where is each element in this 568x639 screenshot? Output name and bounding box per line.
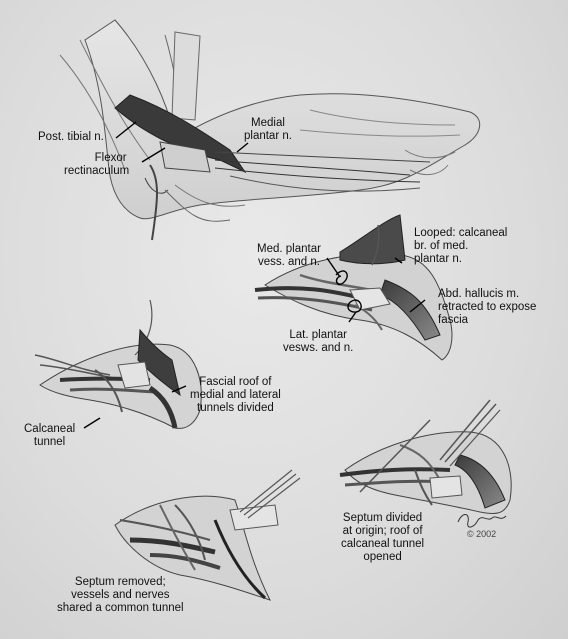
label-looped-line-3: plantar n. [414,253,462,265]
artist-signature [457,514,507,528]
label-medial-plantar-line-1: Medial [251,117,285,129]
label-looped-calcaneal-branch: Looped: calcaneal br. of med. plantar n. [414,227,507,266]
label-med-plantar-vess-line-2: vess. and n. [257,256,320,268]
label-flexor-line-2: rectinaculum [64,165,130,177]
label-septum-removed: Septum removed; vessels and nerves share… [57,576,184,615]
label-flexor-line-1: Flexor [94,152,127,164]
signature-year: © 2002 [467,529,497,539]
label-fascial-roof-line-1: Fascial roof of [199,376,272,388]
label-looped-line-2: br. of med. [414,240,469,252]
label-septum-divided-line-2: at origin; roof of [342,525,423,537]
label-fascial-roof: Fascial roof of medial and lateral tunne… [190,376,281,415]
label-septum-divided: Septum divided at origin; roof of calcan… [341,512,424,564]
dissection-fascial-roof [34,299,202,429]
foot-medial-view [59,19,480,241]
label-flexor-retinaculum: Flexor rectinaculum [64,152,129,178]
label-abd-hallucis-line-2: retracted to expose [438,301,537,313]
leader-lines-middle-right [326,257,426,323]
label-septum-removed-line-2: vessels and nerves [71,589,170,601]
leader-lines-middle-left [83,385,187,429]
label-calcaneal-tunnel: Calcaneal tunnel [24,423,75,449]
label-med-plantar-vess-line-1: Med. plantar [257,243,321,255]
dissection-septum-removed [114,469,301,601]
label-looped-line-1: Looped: calcaneal [414,227,508,239]
label-abd-hallucis-line-3: fascia [438,314,469,326]
label-fascial-roof-line-3: tunnels divided [197,402,274,414]
label-lat-plantar-line-1: Lat. plantar [289,329,347,341]
label-abd-hallucis: Abd. hallucis m. retracted to expose fas… [438,288,536,327]
label-post-tibial-line: Post. tibial n. [38,131,104,143]
label-septum-divided-line-4: opened [363,551,402,563]
dissection-plantar-vessels [254,214,453,361]
label-septum-divided-line-1: Septum divided [342,512,423,524]
label-med-plantar-vessels: Med. plantar vess. and n. [257,243,321,269]
leader-lines-top [115,121,249,163]
label-lat-plantar-line-2: vesws. and n. [283,342,354,354]
label-abd-hallucis-line-1: Abd. hallucis m. [438,288,520,300]
label-septum-divided-line-3: calcaneal tunnel [341,538,425,550]
label-post-tibial-nerve: Post. tibial n. [38,131,104,144]
label-septum-removed-line-1: Septum removed; [74,576,166,588]
label-fascial-roof-line-2: medial and lateral [190,389,281,401]
label-septum-removed-line-3: shared a common tunnel [57,602,184,614]
label-medial-plantar-nerve: Medial plantar n. [244,117,292,143]
label-calcaneal-tunnel-line-1: Calcaneal [24,423,76,435]
dissection-septum-divided [339,399,512,514]
label-calcaneal-tunnel-line-2: tunnel [33,436,66,448]
label-medial-plantar-line-2: plantar n. [244,130,292,142]
label-lat-plantar-vessels: Lat. plantar vesws. and n. [283,329,353,355]
